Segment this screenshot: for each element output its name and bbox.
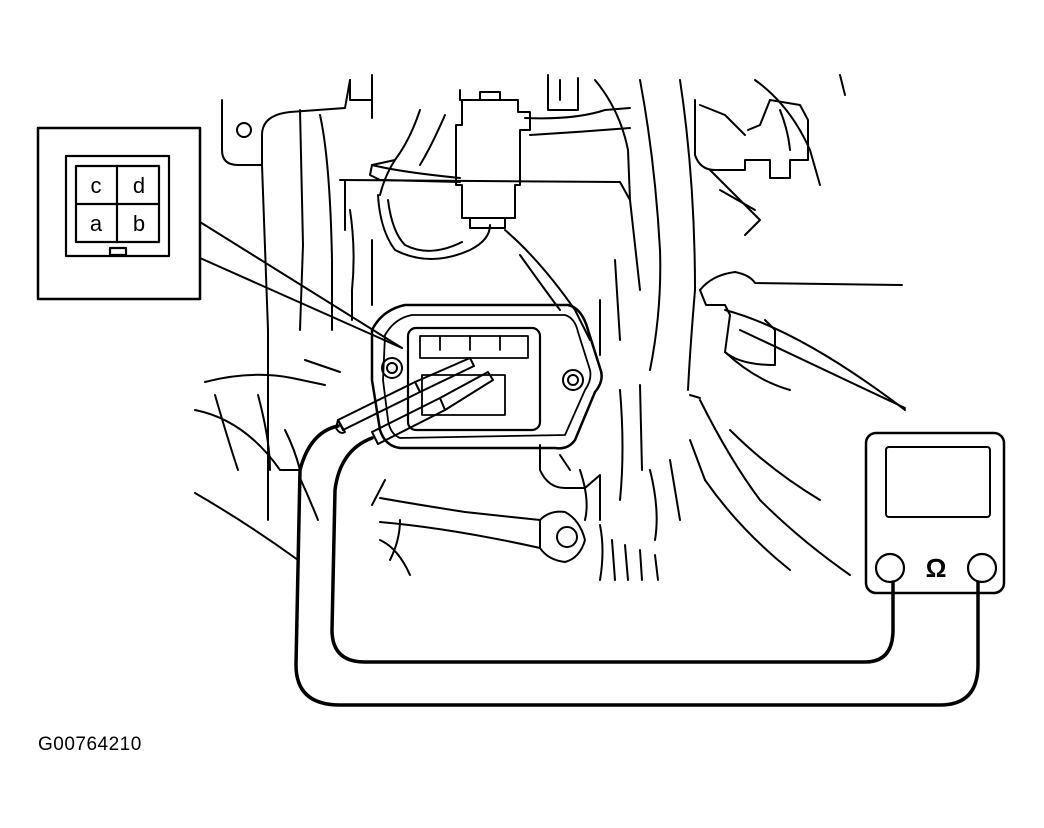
pin-label-b: b bbox=[133, 211, 145, 236]
mounting-screw-left bbox=[381, 357, 403, 379]
probe-lower bbox=[371, 371, 494, 445]
dashboard-outline bbox=[194, 74, 906, 581]
figure-id: G00764210 bbox=[38, 734, 142, 755]
test-lead-outer bbox=[294, 424, 980, 707]
mounting-screw-right bbox=[562, 369, 584, 391]
callout-line-upper bbox=[199, 221, 403, 349]
ohmmeter-terminal-left bbox=[874, 552, 906, 584]
ohmmeter bbox=[864, 431, 1006, 595]
ohm-symbol: Ω bbox=[926, 553, 947, 583]
callout-line-lower bbox=[199, 257, 403, 349]
pin-label-c: c bbox=[91, 173, 102, 198]
pin-label-a: a bbox=[90, 211, 103, 236]
connector-face bbox=[64, 154, 171, 258]
probe-upper bbox=[335, 357, 475, 434]
pin-label-d: d bbox=[133, 173, 145, 198]
test-lead-inner bbox=[330, 436, 895, 664]
ohmmeter-terminal-right bbox=[966, 552, 998, 584]
blower-resistor bbox=[370, 303, 603, 450]
